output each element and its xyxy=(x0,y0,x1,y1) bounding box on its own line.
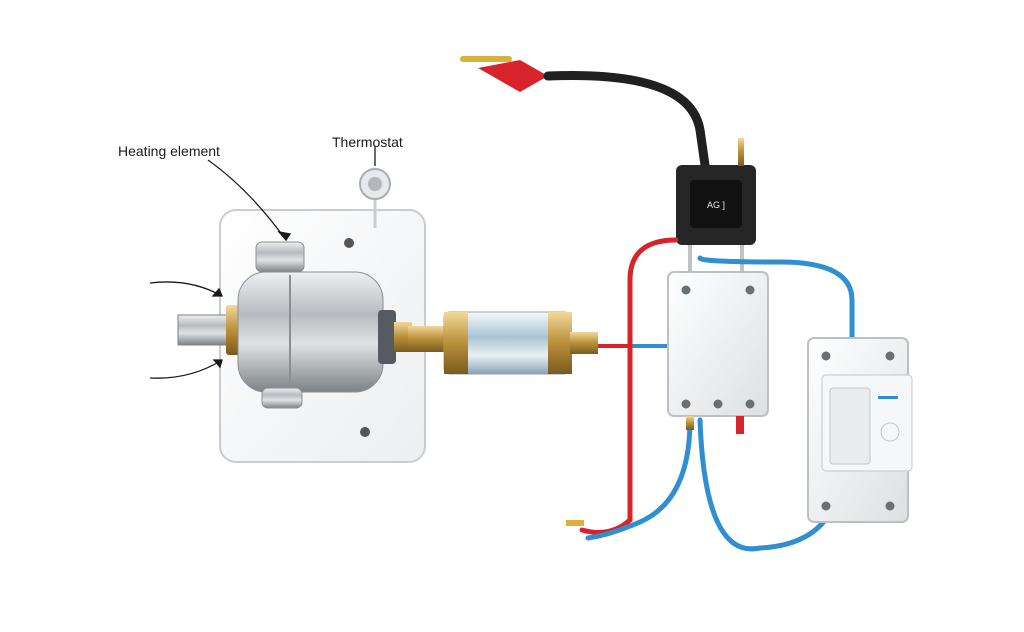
plate-screw-bottom xyxy=(360,427,370,437)
annotation-arrows xyxy=(149,146,376,379)
power-cable xyxy=(460,56,710,170)
relay-marking: AG ] xyxy=(707,200,725,210)
circuit-breaker-icon xyxy=(807,337,913,523)
fuse-cylinder xyxy=(408,311,598,375)
plate-screw-top xyxy=(344,238,354,248)
heating-element-label: Heating element xyxy=(118,143,220,159)
wires xyxy=(566,237,855,552)
thermostat-label: Thermostat xyxy=(332,134,403,150)
relay-icon: AG ] xyxy=(676,138,756,272)
switch-box-icon xyxy=(667,271,769,434)
heating-element xyxy=(177,241,412,409)
dial-knob-icon xyxy=(359,168,391,228)
